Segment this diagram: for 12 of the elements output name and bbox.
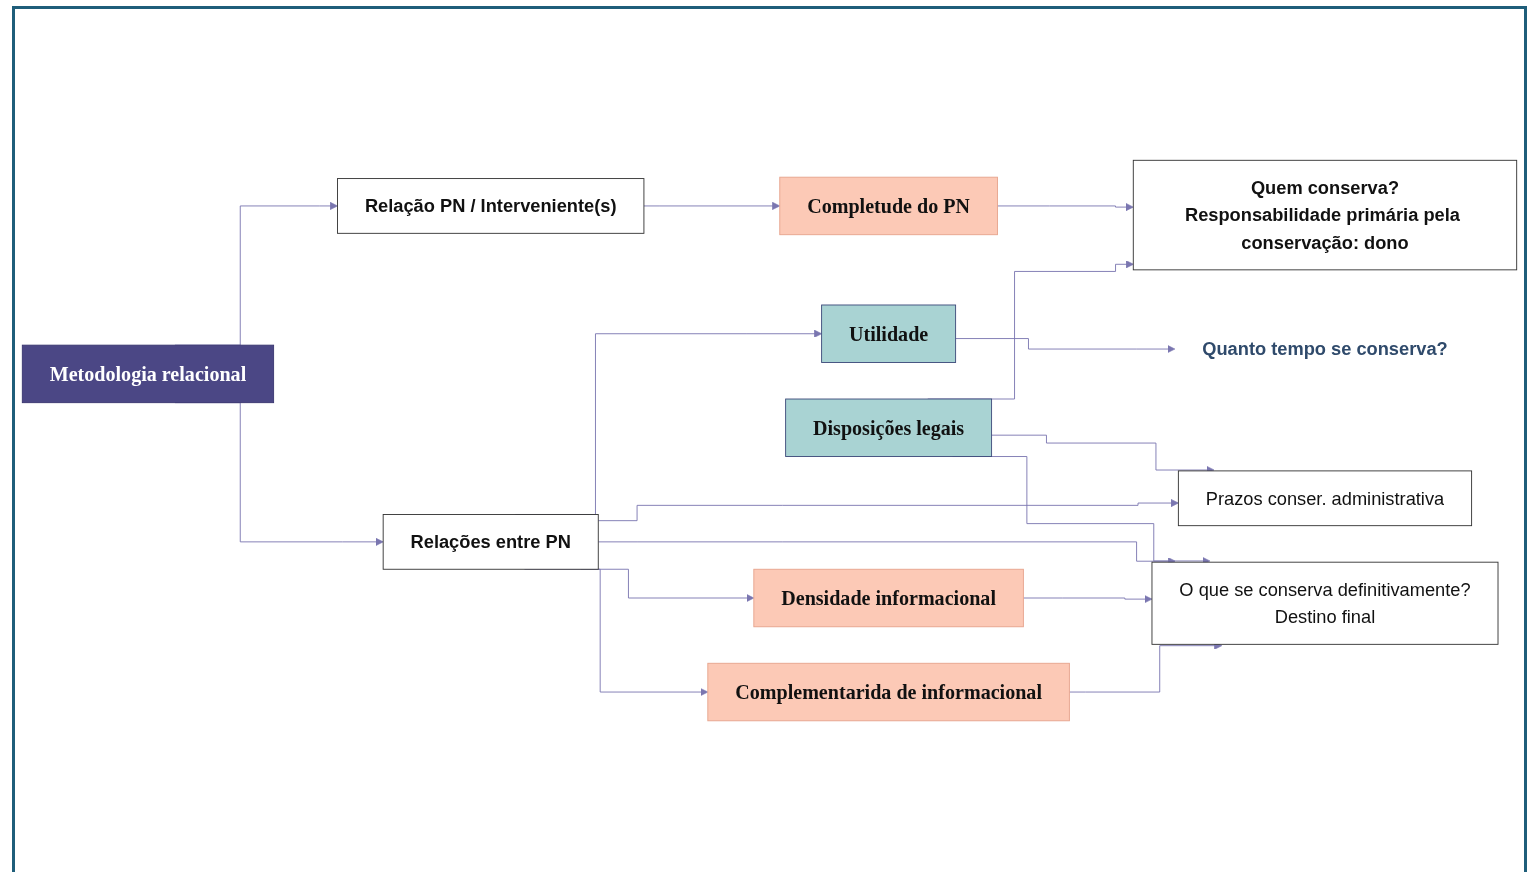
node-box: Densidade informacional: [753, 568, 1024, 628]
node-box: Relações entre PN: [382, 514, 599, 570]
node-box: Relação PN / Interveniente(s): [337, 178, 645, 234]
node-box: Utilidade: [821, 304, 957, 363]
node-box: Disposições legais: [785, 398, 993, 457]
node-box: O que se conserva definitivamente? Destino final: [1151, 561, 1499, 645]
node-box: Completude do PN: [779, 176, 998, 236]
node-box: Prazos conser. administrativa: [1177, 470, 1473, 527]
node-box: Complementarida de informacional: [707, 662, 1070, 722]
node-box: Metodologia relacional: [21, 344, 275, 404]
node-box: Quem conserva? Responsabilidade primária pela conservação: dono: [1132, 159, 1518, 271]
node-text: Quanto tempo se conserva?: [1202, 338, 1448, 360]
